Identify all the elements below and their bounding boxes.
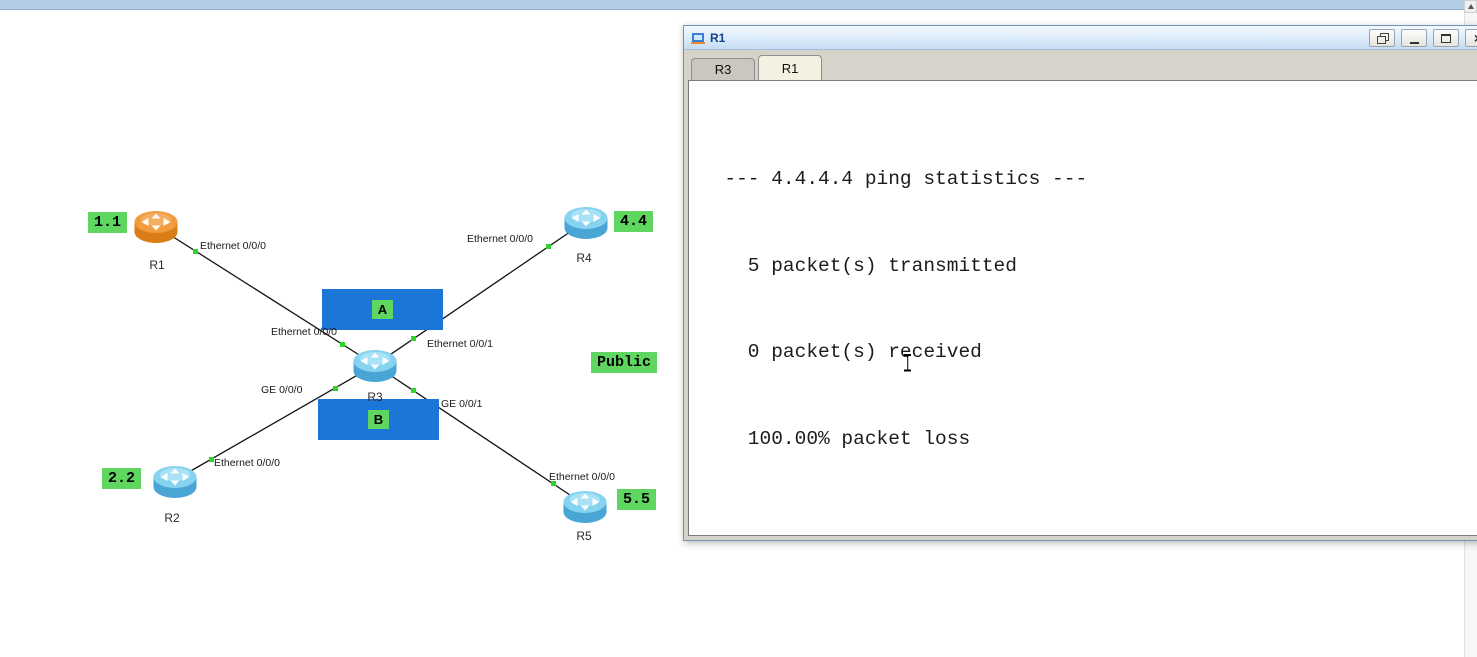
router-name-r1: R1 xyxy=(149,258,165,272)
port-label-r3-ge001: GE 0/0/1 xyxy=(441,398,483,410)
router-name-r4: R4 xyxy=(576,251,592,265)
router-icon xyxy=(562,483,608,527)
terminal-line: 0 packet(s) received xyxy=(701,341,982,364)
maximize-button[interactable] xyxy=(1433,29,1459,47)
router-node-r4[interactable] xyxy=(563,199,609,243)
public-note[interactable]: Public xyxy=(591,352,658,373)
lan-segment-b[interactable]: B xyxy=(318,399,439,440)
ip-note-r2[interactable]: 2.2 xyxy=(102,468,142,489)
router-node-r3[interactable] xyxy=(352,342,398,386)
tab-r3[interactable]: R3 xyxy=(691,58,755,80)
port-label-r2: Ethernet 0/0/0 xyxy=(214,457,280,469)
terminal-app-icon xyxy=(691,31,705,45)
restore-icon xyxy=(1377,32,1389,44)
tab-r1[interactable]: R1 xyxy=(758,55,822,80)
lan-a-label: A xyxy=(371,300,394,319)
maximize-icon xyxy=(1441,33,1451,43)
terminal-title: R1 xyxy=(710,30,726,45)
minimize-icon xyxy=(1409,41,1419,44)
terminal-tab-bar: R3 R1 xyxy=(684,50,1477,80)
close-button[interactable]: × xyxy=(1465,29,1477,47)
terminal-line: 5 packet(s) transmitted xyxy=(701,254,1017,277)
router-node-r1[interactable] xyxy=(133,203,179,247)
text-cursor-ibeam xyxy=(903,354,912,371)
port-label-r3-e001: Ethernet 0/0/1 xyxy=(427,338,493,350)
ip-note-r4[interactable]: 4.4 xyxy=(614,211,654,232)
link-connector-dots xyxy=(193,244,556,486)
terminal-output[interactable]: --- 4.4.4.4 ping statistics --- 5 packet… xyxy=(688,80,1477,536)
port-label-r5: Ethernet 0/0/0 xyxy=(549,471,615,483)
terminal-line: --- 4.4.4.4 ping statistics --- xyxy=(701,168,1088,191)
router-icon xyxy=(352,342,398,386)
port-label-r4: Ethernet 0/0/0 xyxy=(467,233,533,245)
ip-note-r1[interactable]: 1.1 xyxy=(88,212,128,233)
router-node-r2[interactable] xyxy=(152,458,198,502)
router-icon xyxy=(563,199,609,243)
topology-links xyxy=(155,220,587,506)
router-icon xyxy=(133,203,179,247)
close-icon: × xyxy=(1474,31,1477,45)
port-label-r1: Ethernet 0/0/0 xyxy=(200,240,266,252)
ip-note-r5[interactable]: 5.5 xyxy=(617,489,657,510)
router-name-r2: R2 xyxy=(164,511,180,525)
router-name-r5: R5 xyxy=(576,529,592,543)
minimize-button[interactable] xyxy=(1401,29,1427,47)
port-label-r3-ge000: GE 0/0/0 xyxy=(261,384,303,396)
lan-segment-a[interactable]: A xyxy=(322,289,443,330)
router-icon xyxy=(152,458,198,502)
router-node-r5[interactable] xyxy=(562,483,608,527)
router-name-r3: R3 xyxy=(367,390,383,404)
terminal-line xyxy=(701,515,1477,535)
port-label-r3-e000: Ethernet 0/0/0 xyxy=(271,326,337,338)
scroll-up-icon xyxy=(1467,4,1474,9)
lan-b-label: B xyxy=(367,410,390,429)
terminal-titlebar[interactable]: R1 × xyxy=(684,26,1477,50)
restore-button[interactable] xyxy=(1369,29,1395,47)
window-chrome-strip xyxy=(0,0,1477,10)
terminal-window: R1 × R3 R1 --- 4.4.4.4 ping statistics -… xyxy=(683,25,1477,541)
terminal-line: 100.00% packet loss xyxy=(701,427,971,450)
scroll-up-button[interactable] xyxy=(1464,0,1477,13)
